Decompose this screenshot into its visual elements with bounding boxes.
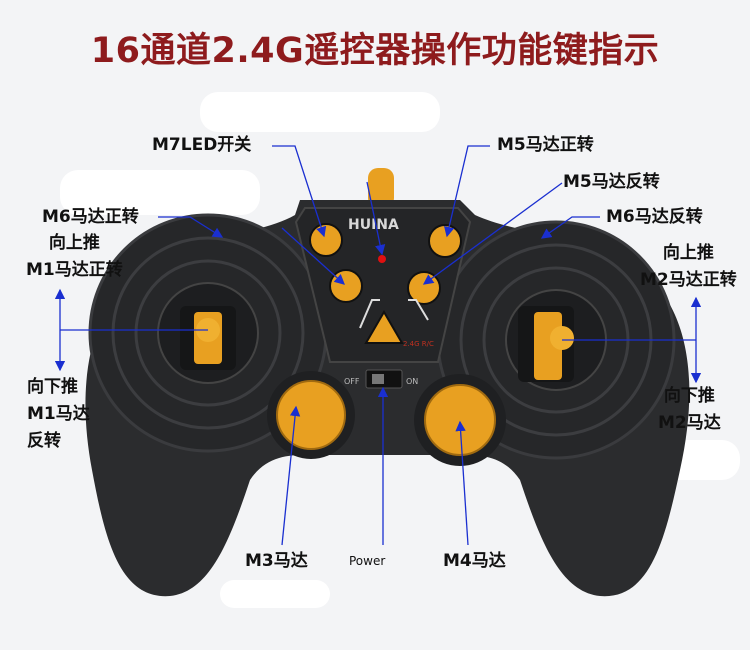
arrow-m6-forward	[158, 216, 224, 238]
erased-area	[220, 580, 330, 608]
arrow-m3	[281, 405, 301, 546]
left-stick-area	[88, 213, 328, 453]
label-m3: M3马达	[245, 551, 308, 571]
freq-mark: 2.4G R/C	[403, 340, 434, 348]
arrow-m4	[455, 420, 469, 546]
label-m6-forward: M6马达正转	[42, 207, 139, 227]
arrow-m6-reverse	[540, 216, 600, 239]
svg-text:ON: ON	[406, 377, 418, 386]
label-m6-reverse: M6马达反转	[606, 207, 703, 227]
erased-area	[200, 92, 440, 132]
m6-button	[329, 269, 363, 303]
arrow-led	[366, 181, 386, 256]
led-indicator	[378, 255, 386, 263]
arrow-m5-reverse	[422, 182, 563, 285]
erased-area	[60, 170, 260, 215]
m7-led-button	[309, 223, 343, 257]
label-m7-led: M7LED开关	[152, 135, 252, 155]
arrow-m7	[272, 145, 327, 238]
m5-forward-button	[428, 224, 462, 258]
arrow-m5-forward	[444, 145, 490, 238]
brand-logo: HUINA	[348, 217, 399, 233]
m4-button	[424, 384, 496, 456]
triangle-button	[364, 310, 404, 344]
svg-text:OFF: OFF	[344, 377, 360, 386]
label-m4: M4马达	[443, 551, 506, 571]
m3-button	[276, 380, 346, 450]
antenna	[368, 168, 394, 208]
page-title: 16通道2.4G遥控器操作功能键指示	[90, 31, 660, 71]
label-power: Power	[349, 554, 386, 568]
arrow-m6-center	[281, 227, 345, 285]
label-m5-reverse: M5马达反转	[563, 172, 660, 192]
label-m5-forward: M5马达正转	[497, 135, 594, 155]
